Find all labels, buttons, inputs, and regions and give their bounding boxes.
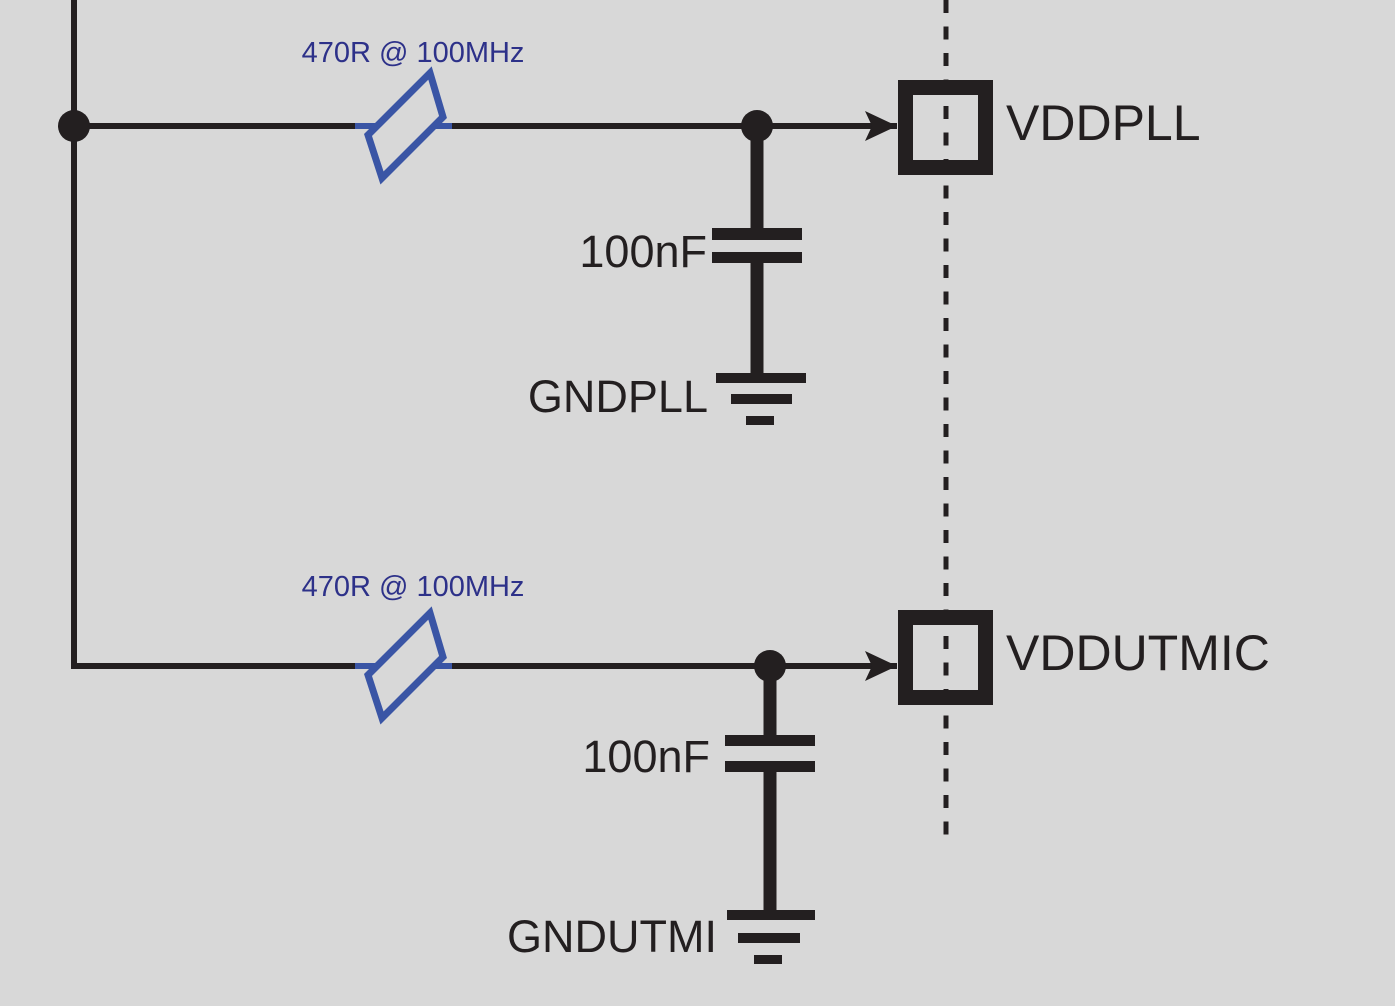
pin-terminal-box: [898, 80, 993, 175]
capacitor-value-label: 100nF: [582, 731, 710, 782]
ferrite-bead-icon: [364, 66, 447, 185]
ground-net-label: GNDUTMI: [507, 911, 717, 962]
capacitor-icon: [712, 228, 802, 263]
pin-name-label: VDDUTMIC: [1006, 625, 1270, 681]
branch-vddpll: 470R @ 100MHz 100nF GNDPLL VDDPLL: [58, 37, 1201, 425]
arrowhead-icon: [865, 111, 897, 141]
ground-net-label: GNDPLL: [528, 371, 708, 422]
ground-icon: [727, 910, 815, 964]
ferrite-bead-icon: [364, 606, 447, 725]
ground-icon: [716, 373, 806, 425]
bead-value-label: 470R @ 100MHz: [302, 571, 525, 603]
branch-vddutmic: 470R @ 100MHz 100nF GNDUTMI VDDUTMIC: [302, 571, 1270, 964]
bead-value-label: 470R @ 100MHz: [302, 37, 525, 69]
arrowhead-icon: [865, 651, 897, 681]
junction-dot: [58, 110, 90, 142]
capacitor-value-label: 100nF: [579, 226, 707, 277]
pin-terminal-box: [898, 610, 993, 705]
pin-name-label: VDDPLL: [1006, 95, 1201, 151]
supply-bus-wire: [71, 0, 897, 669]
